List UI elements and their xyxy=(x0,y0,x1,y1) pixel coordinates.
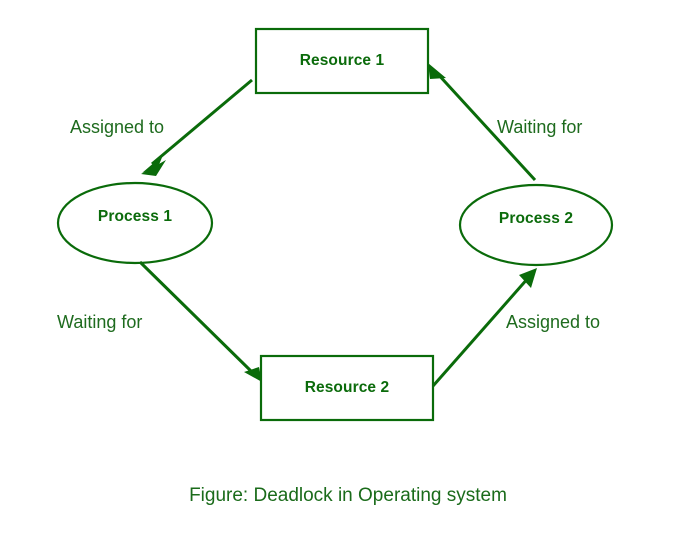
resource2-label: Resource 2 xyxy=(305,379,390,396)
figure-caption: Figure: Deadlock in Operating system xyxy=(189,485,507,506)
edge-process2-to-resource1 xyxy=(428,63,537,182)
edge-resource1-to-process1 xyxy=(141,78,253,176)
edge-label-assigned-to-top-left: Assigned to xyxy=(70,117,164,137)
process2-ellipse xyxy=(458,183,614,267)
edge-resource2-to-process2 xyxy=(431,268,537,387)
node-resource1[interactable]: Resource 1 xyxy=(254,27,430,95)
arrowhead-to-process1-body xyxy=(141,160,166,176)
node-resource2[interactable]: Resource 2 xyxy=(259,354,435,422)
arrowhead-to-resource2 xyxy=(244,367,262,382)
edge-label-waiting-for-top-right: Waiting for xyxy=(497,117,582,137)
edge-line-waiting-for-left xyxy=(138,260,255,375)
arrowhead-to-process2 xyxy=(519,268,537,288)
arrowhead-to-resource1 xyxy=(428,63,446,79)
resource2-box xyxy=(259,354,435,422)
process1-ellipse xyxy=(56,181,214,265)
edge-label-assigned-to-bottom-right: Assigned to xyxy=(506,312,600,332)
process1-label: Process 1 xyxy=(98,208,172,225)
edge-line-waiting-for-right xyxy=(434,70,537,182)
resource1-box xyxy=(254,27,430,95)
node-process2[interactable]: Process 2 xyxy=(458,183,614,267)
edge-line-assigned-to-left xyxy=(151,78,253,166)
process2-label: Process 2 xyxy=(499,210,573,227)
resource1-label: Resource 1 xyxy=(300,52,385,69)
edge-label-waiting-for-bottom-left: Waiting for xyxy=(57,312,142,332)
node-process1[interactable]: Process 1 xyxy=(56,181,214,265)
edge-process1-to-resource2 xyxy=(138,260,262,382)
edge-line-assigned-to-right xyxy=(431,276,531,387)
